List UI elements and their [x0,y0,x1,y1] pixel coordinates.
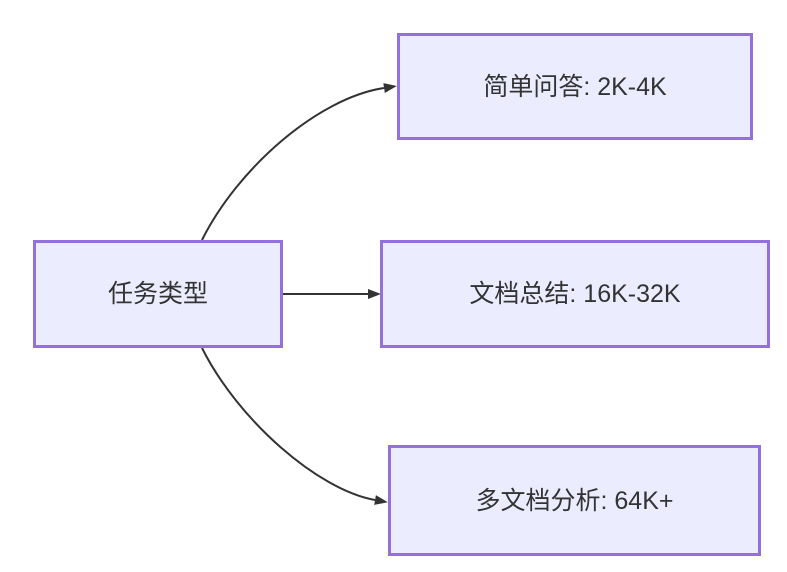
node-simple-qa: 简单问答: 2K-4K [397,33,753,140]
node-multi-doc-analysis: 多文档分析: 64K+ [388,445,761,556]
node-task-type-label: 任务类型 [107,280,208,308]
node-multi-doc-analysis-label: 多文档分析: 64K+ [475,486,674,515]
node-task-type: 任务类型 [33,240,283,348]
node-simple-qa-label: 简单问答: 2K-4K [483,72,667,101]
node-doc-summary-label: 文档总结: 16K-32K [469,280,681,308]
node-doc-summary: 文档总结: 16K-32K [380,240,770,348]
edge-task-type-to-simple-qa [201,83,397,241]
edge-task-type-to-multi-doc-analysis [201,347,388,505]
